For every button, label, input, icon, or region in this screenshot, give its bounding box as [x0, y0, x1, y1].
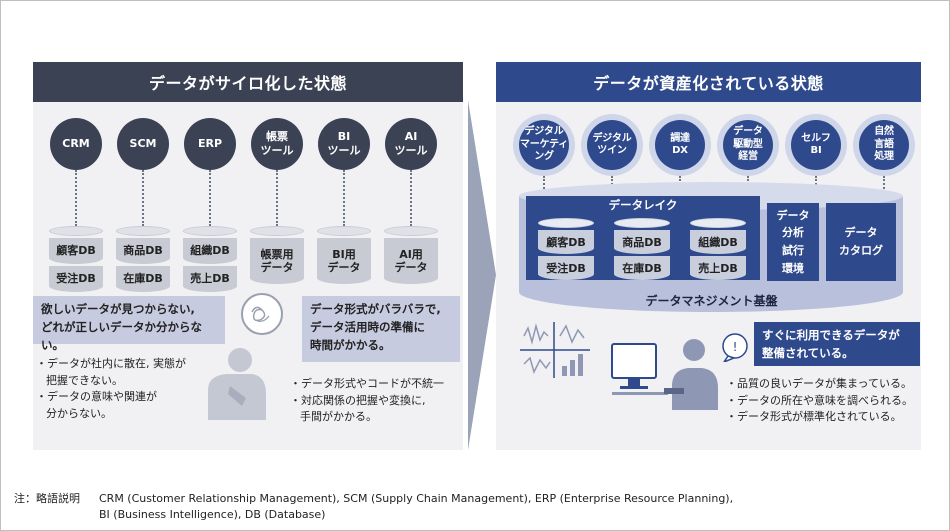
- bullet-item: ・品質の良いデータが集まっている。: [726, 377, 913, 390]
- use-case-circle: セルフ BI: [791, 120, 841, 170]
- confused-person-icon: [208, 293, 283, 420]
- connector-line: [209, 170, 211, 226]
- connector-line: [883, 176, 885, 192]
- database-label: 売上DB: [690, 256, 746, 280]
- connector-line: [410, 170, 412, 226]
- left-bullets-findability: ・データが社内に散在, 実態が 把握できない。 ・データの意味や関連が 分からな…: [36, 356, 206, 422]
- speech-bubble-icon: !: [722, 333, 748, 362]
- analysis-environment-box: データ 分析 試行 環境: [767, 203, 819, 281]
- system-circle: AI ツール: [385, 118, 437, 170]
- bullet-item: ・対応関係の把握や変換に, 手間がかかる。: [290, 393, 426, 424]
- database-label: 顧客DB: [49, 238, 103, 264]
- data-catalog-box: データ カタログ: [826, 203, 896, 281]
- database-label: 顧客DB: [538, 230, 594, 254]
- person-at-computer-icon: [611, 339, 718, 410]
- cylinder-top: [183, 226, 237, 236]
- connector-line: [611, 176, 613, 192]
- connector-line: [142, 170, 144, 226]
- cylinder-top: [116, 226, 170, 236]
- right-callout-ready-data: すぐに利用できるデータが 整備されている。: [754, 322, 920, 366]
- right-bullets: ・品質の良いデータが集まっている。 ・データの所在や意味を調べられる。 ・データ…: [726, 376, 922, 426]
- database-label: 帳票用 データ: [250, 238, 304, 284]
- connector-line: [543, 176, 545, 192]
- cylinder-top: [49, 226, 103, 236]
- note-line-1: CRM (Customer Relationship Management), …: [99, 492, 734, 505]
- use-case-circle: デジタル マーケティング: [519, 120, 569, 170]
- connector-line: [276, 170, 278, 226]
- database-cylinder: AI用 データ: [384, 226, 438, 284]
- system-circle: CRM: [50, 118, 102, 170]
- analytics-charts-icon: [520, 322, 590, 378]
- use-case-circle: データ 駆動型 経営: [723, 120, 773, 170]
- database-label: 受注DB: [538, 256, 594, 280]
- database-label: 在庫DB: [614, 256, 670, 280]
- cylinder-top: [384, 226, 438, 236]
- bullet-item: ・データが社内に散在, 実態が 把握できない。: [36, 357, 186, 387]
- use-case-circle: デジタル ツイン: [587, 120, 637, 170]
- system-circle: ERP: [184, 118, 236, 170]
- system-circle: 帳票 ツール: [251, 118, 303, 170]
- database-label: 商品DB: [614, 230, 670, 254]
- bullet-item: ・データの意味や関連が 分からない。: [36, 390, 157, 420]
- database-label: 売上DB: [183, 266, 237, 292]
- system-circle: SCM: [117, 118, 169, 170]
- platform-label: データマネジメント基盤: [645, 294, 778, 308]
- left-callout-findability: 欲しいデータが見つからない, どれが正しいデータか分からない。: [33, 296, 225, 352]
- note-line-2: BI (Business Intelligence), DB (Database…: [99, 507, 326, 521]
- database-label: 在庫DB: [116, 266, 170, 292]
- bullet-item: ・データ形式やコードが不統一: [290, 377, 444, 390]
- connector-line: [815, 176, 817, 192]
- svg-text:!: !: [733, 340, 738, 354]
- abbreviation-note: 注：略語説明 CRM (Customer Relationship Manage…: [14, 491, 934, 523]
- cylinder-top: [538, 218, 594, 228]
- database-cylinder: BI用 データ: [317, 226, 371, 284]
- connector-line: [343, 170, 345, 226]
- left-panel-title: データがサイロ化した状態: [33, 62, 463, 102]
- left-callout-format: データ形式がバラバラで, データ活用時の準備に 時間がかかる。: [302, 296, 460, 362]
- use-case-circle: 調達 DX: [655, 120, 705, 170]
- cylinder-top: [250, 226, 304, 236]
- database-label: AI用 データ: [384, 238, 438, 284]
- database-label: BI用 データ: [317, 238, 371, 284]
- use-case-circle: 自然 言語 処理: [859, 120, 909, 170]
- database-label: 商品DB: [116, 238, 170, 264]
- system-circle: BI ツール: [318, 118, 370, 170]
- data-lake-label: データレイク: [608, 198, 678, 212]
- database-label: 組織DB: [183, 238, 237, 264]
- connector-line: [75, 170, 77, 226]
- right-panel-title: データが資産化されている状態: [496, 62, 921, 102]
- cylinder-top: [317, 226, 371, 236]
- transition-arrow: [468, 100, 496, 450]
- cylinder-top: [690, 218, 746, 228]
- database-label: 受注DB: [49, 266, 103, 292]
- bullet-item: ・データの所在や意味を調べられる。: [726, 393, 913, 407]
- database-cylinder: 帳票用 データ: [250, 226, 304, 284]
- bullet-item: ・データ形式が標準化されている。: [726, 410, 902, 423]
- database-label: 組織DB: [690, 230, 746, 254]
- note-label: 注：略語説明: [14, 492, 80, 505]
- cylinder-top: [614, 218, 670, 228]
- left-bullets-format: ・データ形式やコードが不統一 ・対応関係の把握や変換に, 手間がかかる。: [290, 376, 462, 426]
